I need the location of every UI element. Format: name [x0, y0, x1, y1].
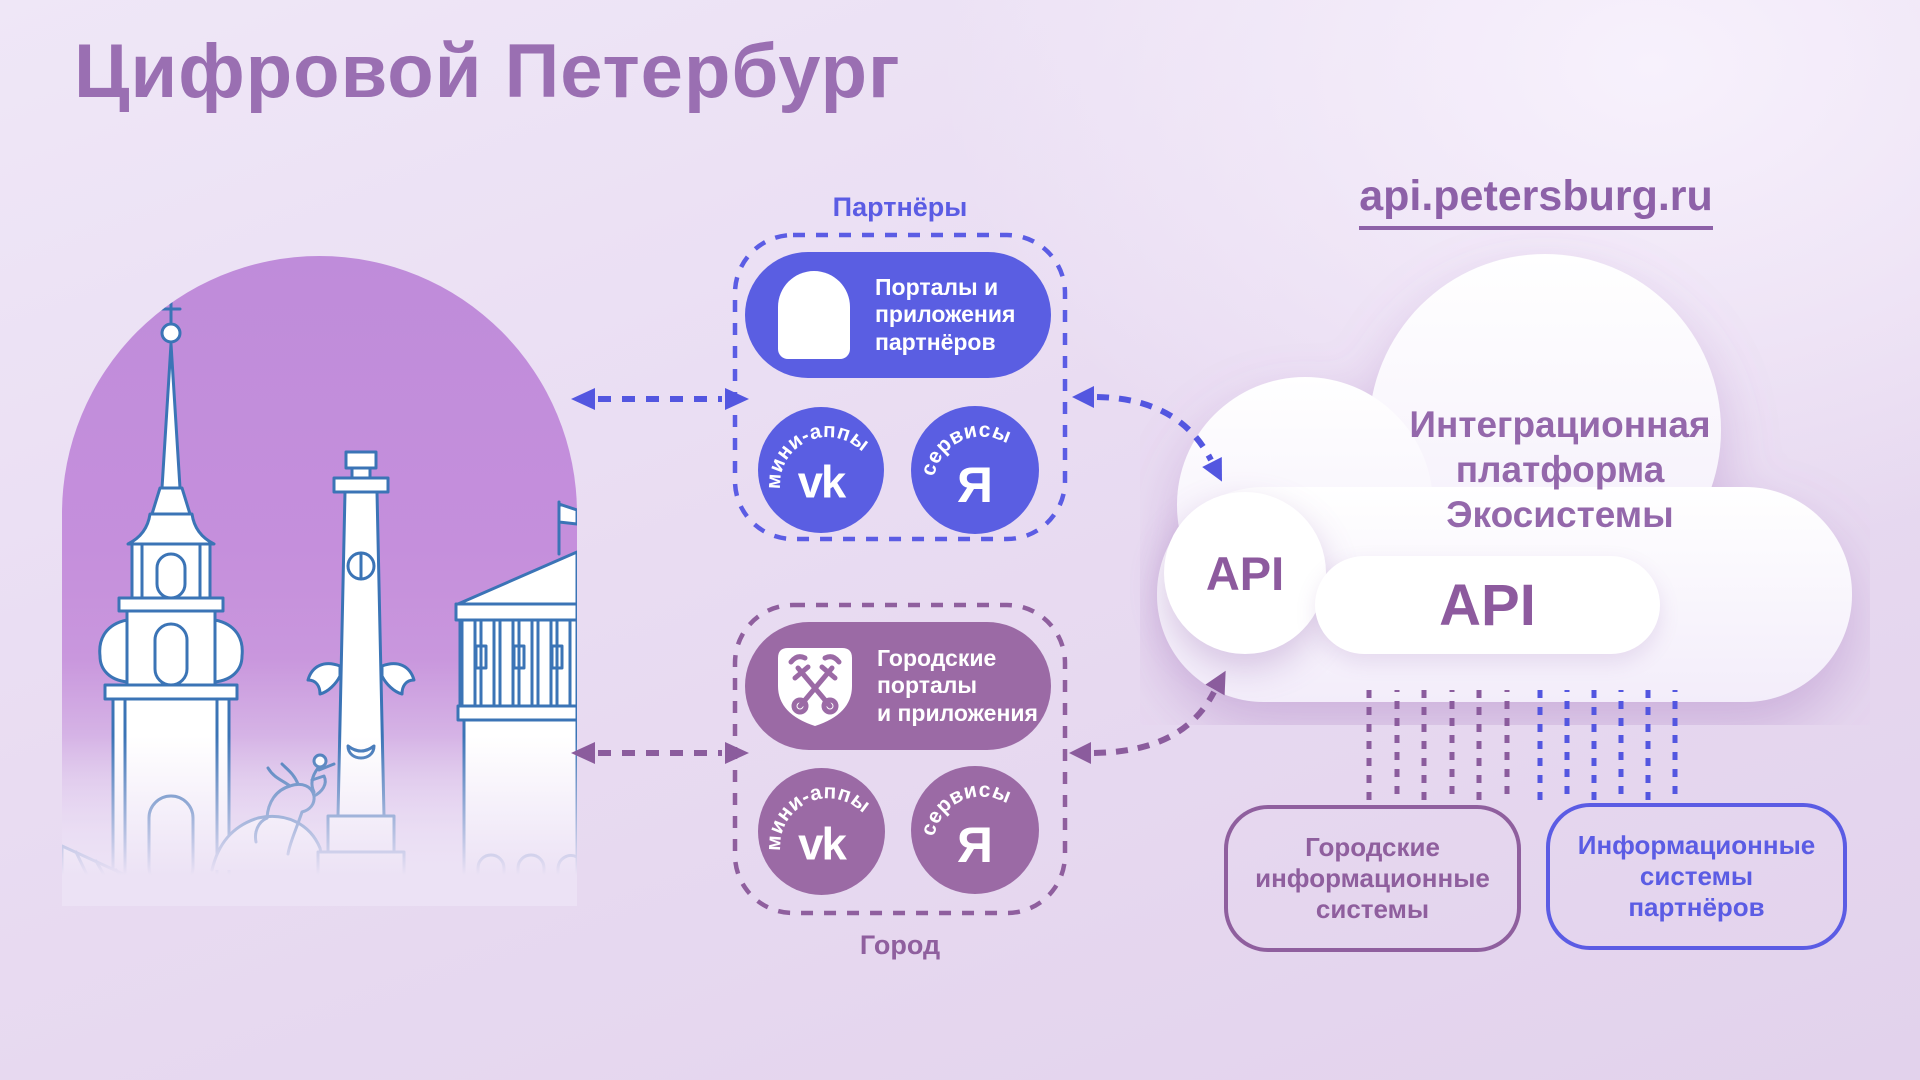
partners-vk-miniapps-circle: мини-аппы vk: [758, 407, 884, 533]
city-information-systems-box: Городские информационные системы: [1224, 805, 1521, 952]
partners-pill-text: Порталы и приложения партнёров: [875, 273, 1016, 355]
city-vk-miniapps-circle: мини-аппы vk: [758, 768, 885, 895]
cloud-title: Интеграционная платформа Экосистемы: [1409, 404, 1711, 536]
petersburg-landmarks-illustration: [62, 256, 577, 906]
partner-information-systems-box: Информационные системы партнёров: [1546, 803, 1847, 950]
api-portal-link-text[interactable]: api.petersburg.ru: [1359, 172, 1713, 230]
arrow-landmarks-partners: [571, 388, 749, 410]
city-pill-text: Городские порталы и приложения: [877, 644, 1038, 726]
vk-logo: vk: [798, 818, 847, 869]
page-title: Цифровой Петербург: [74, 29, 901, 114]
arrow-landmarks-city: [571, 742, 749, 764]
api-pill-badge: API: [1315, 556, 1660, 654]
arch-bottom-fade: [62, 736, 577, 906]
yandex-logo: Я: [957, 817, 993, 873]
vk-logo: vk: [798, 457, 847, 508]
partners-yandex-services-circle: сервисы Я: [911, 406, 1039, 534]
city-yandex-services-circle: сервисы Я: [911, 766, 1039, 894]
partners-group-label: Партнёры: [832, 192, 968, 222]
api-circle-badge: API: [1164, 492, 1326, 654]
yandex-logo: Я: [957, 457, 993, 513]
city-group-label: Город: [859, 930, 941, 960]
arch-portal-icon: [778, 271, 850, 359]
shield-anchors-icon: [778, 648, 852, 726]
partners-portals-pill: Порталы и приложения партнёров: [745, 252, 1051, 378]
city-portals-pill: Городские порталы и приложения: [745, 622, 1051, 750]
api-portal-link[interactable]: api.petersburg.ru: [1318, 172, 1754, 230]
